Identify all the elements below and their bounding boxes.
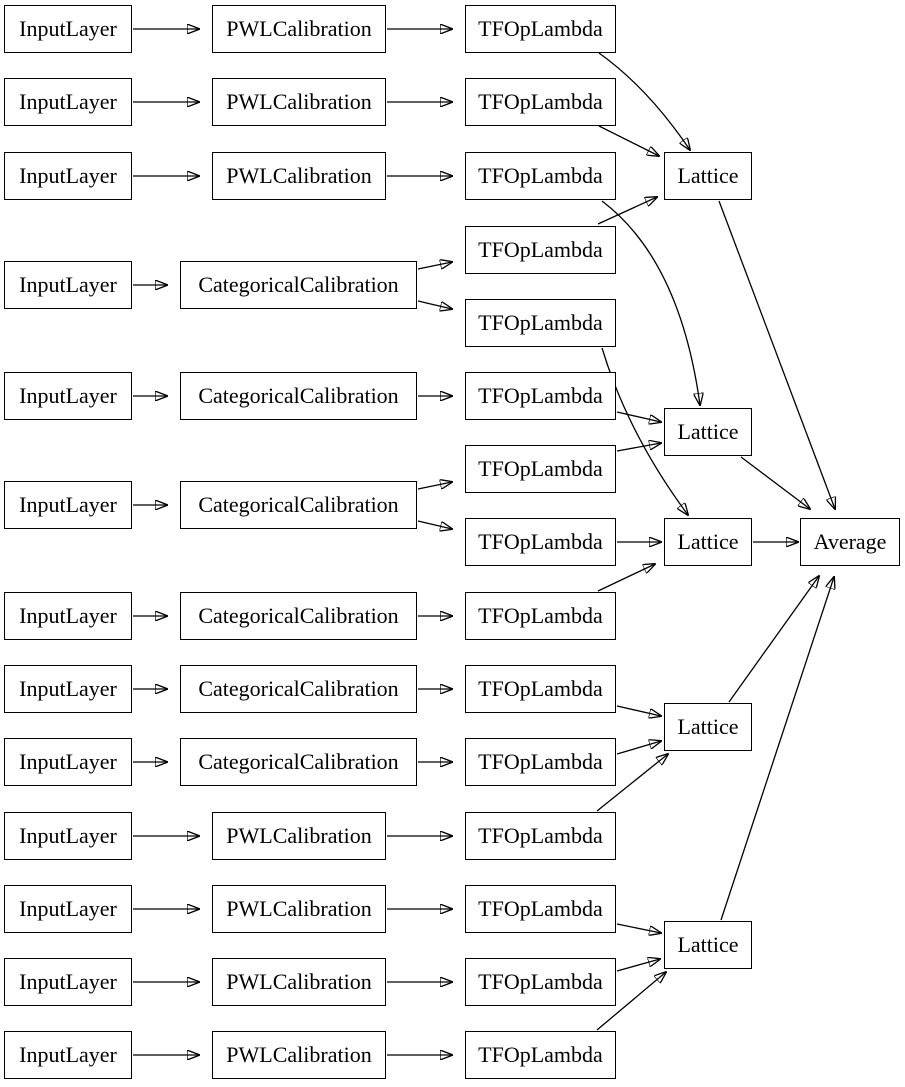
edge-lambda-15-lattice-5 — [596, 972, 666, 1031]
node-inputlayer-10: InputLayer — [4, 812, 132, 860]
node-pwlcalibration-6: PWLCalibration — [212, 958, 386, 1006]
edge-lambda-10-lattice-4 — [616, 705, 661, 716]
node-lattice-2: Lattice — [664, 408, 752, 456]
edge-lambda-2-lattice-1 — [598, 125, 659, 156]
edge-lattice-1-average — [718, 200, 835, 509]
node-inputlayer-3: InputLayer — [4, 152, 132, 200]
node-tfoplambda-3: TFOpLambda — [465, 152, 616, 200]
node-tfoplambda-1: TFOpLambda — [465, 5, 616, 53]
edge-lambda-7-lattice-2 — [616, 443, 661, 452]
edge-lattice-5-average — [720, 577, 834, 921]
node-inputlayer-9: InputLayer — [4, 738, 132, 786]
edge-cat-3-lambda-7 — [417, 482, 452, 490]
node-inputlayer-12: InputLayer — [4, 958, 132, 1006]
node-categoricalcalibration-4: CategoricalCalibration — [180, 592, 417, 640]
edge-lambda-1-lattice-1 — [598, 52, 690, 150]
node-inputlayer-1: InputLayer — [4, 5, 132, 53]
node-tfoplambda-8: TFOpLambda — [465, 518, 616, 566]
node-tfoplambda-10: TFOpLambda — [465, 665, 616, 713]
node-pwlcalibration-2: PWLCalibration — [212, 78, 386, 126]
node-inputlayer-2: InputLayer — [4, 78, 132, 126]
node-pwlcalibration-4: PWLCalibration — [212, 812, 386, 860]
node-tfoplambda-6: TFOpLambda — [465, 372, 616, 420]
node-tfoplambda-14: TFOpLambda — [465, 958, 616, 1006]
edge-lambda-5-lattice-3 — [601, 347, 688, 515]
node-categoricalcalibration-3: CategoricalCalibration — [180, 481, 417, 529]
node-inputlayer-4: InputLayer — [4, 261, 132, 309]
node-lattice-3: Lattice — [664, 518, 752, 566]
edge-lambda-3-lattice-2 — [601, 200, 700, 405]
node-lattice-1: Lattice — [664, 152, 752, 200]
node-pwlcalibration-5: PWLCalibration — [212, 885, 386, 933]
node-tfoplambda-15: TFOpLambda — [465, 1031, 616, 1079]
edge-cat-3-lambda-8 — [417, 520, 452, 529]
node-lattice-4: Lattice — [664, 703, 752, 751]
node-inputlayer-8: InputLayer — [4, 665, 132, 713]
edge-lambda-11-lattice-4 — [616, 741, 661, 755]
node-categoricalcalibration-1: CategoricalCalibration — [180, 261, 417, 309]
node-pwlcalibration-3: PWLCalibration — [212, 152, 386, 200]
node-inputlayer-7: InputLayer — [4, 592, 132, 640]
node-tfoplambda-13: TFOpLambda — [465, 885, 616, 933]
node-tfoplambda-5: TFOpLambda — [465, 299, 616, 347]
edge-lambda-14-lattice-5 — [616, 959, 660, 972]
node-lattice-5: Lattice — [664, 921, 752, 969]
edge-lambda-6-lattice-2 — [616, 411, 661, 422]
node-categoricalcalibration-6: CategoricalCalibration — [180, 738, 417, 786]
edge-cat-1-lambda-5 — [417, 300, 452, 309]
node-tfoplambda-11: TFOpLambda — [465, 738, 616, 786]
edge-lambda-12-lattice-4 — [596, 754, 668, 812]
node-pwlcalibration-1: PWLCalibration — [212, 5, 386, 53]
edge-lambda-4-lattice-1 — [597, 197, 657, 225]
edge-cat-1-lambda-4 — [417, 262, 452, 270]
node-categoricalcalibration-5: CategoricalCalibration — [180, 665, 417, 713]
node-inputlayer-11: InputLayer — [4, 885, 132, 933]
node-tfoplambda-4: TFOpLambda — [465, 226, 616, 274]
node-inputlayer-5: InputLayer — [4, 372, 132, 420]
edge-lattice-2-average — [740, 456, 810, 509]
node-average: Average — [800, 518, 900, 566]
node-pwlcalibration-7: PWLCalibration — [212, 1031, 386, 1079]
node-tfoplambda-2: TFOpLambda — [465, 78, 616, 126]
node-tfoplambda-12: TFOpLambda — [465, 812, 616, 860]
node-categoricalcalibration-2: CategoricalCalibration — [180, 372, 417, 420]
node-tfoplambda-9: TFOpLambda — [465, 592, 616, 640]
edge-lambda-9-lattice-3 — [597, 564, 655, 592]
node-inputlayer-13: InputLayer — [4, 1031, 132, 1079]
edge-lambda-13-lattice-5 — [616, 923, 661, 933]
node-tfoplambda-7: TFOpLambda — [465, 445, 616, 493]
node-inputlayer-6: InputLayer — [4, 481, 132, 529]
edge-lattice-4-average — [728, 576, 819, 703]
